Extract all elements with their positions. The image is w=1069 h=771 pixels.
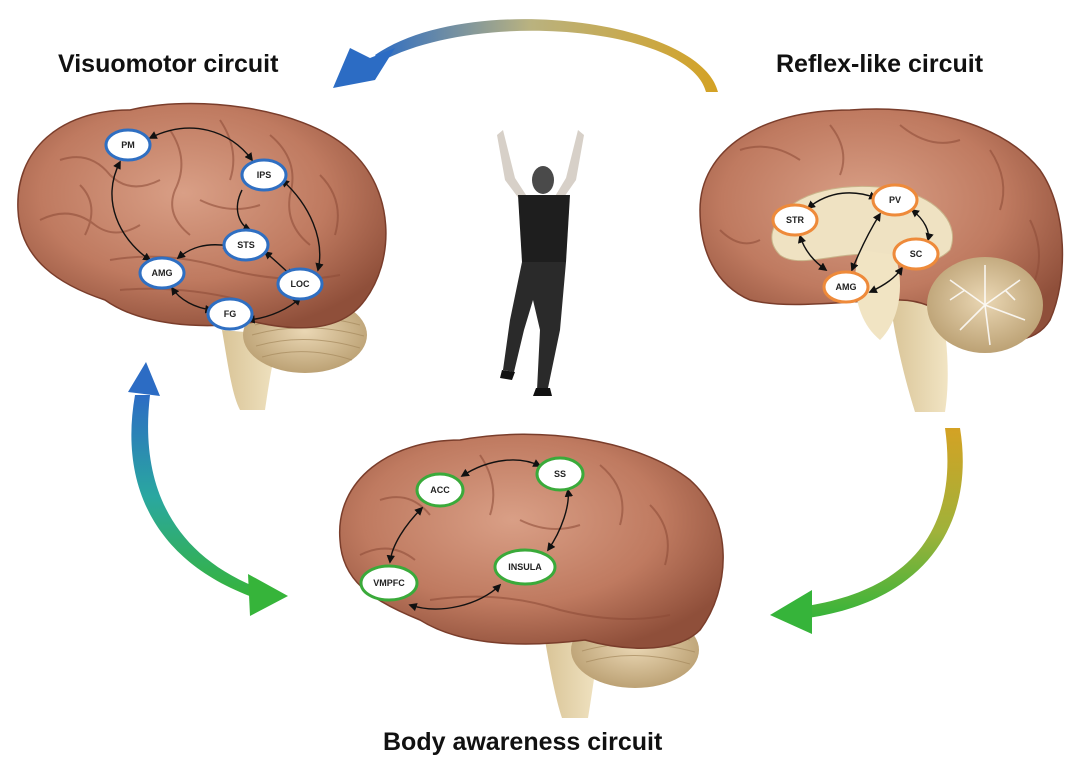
node-insula-label: INSULA: [508, 562, 542, 572]
node-ips: IPS: [242, 160, 286, 190]
node-acc: ACC: [417, 474, 463, 506]
node-vmpfc: VMPFC: [361, 566, 417, 600]
brain-reflex: [700, 109, 1062, 412]
visuomotor-circuit-title: Visuomotor circuit: [58, 50, 278, 79]
brain-visuomotor: [18, 103, 386, 410]
node-amg-reflex: AMG: [824, 272, 868, 302]
cycle-arrow-top: [333, 19, 718, 92]
node-acc-label: ACC: [430, 485, 450, 495]
node-sc: SC: [894, 239, 938, 269]
node-ss: SS: [537, 458, 583, 490]
node-amg-visuomotor-label: AMG: [152, 268, 173, 278]
node-amg-visuomotor: AMG: [140, 258, 184, 288]
node-amg-reflex-label: AMG: [836, 282, 857, 292]
reflex-circuit-title: Reflex-like circuit: [776, 50, 983, 79]
node-ips-label: IPS: [257, 170, 272, 180]
node-sts-label: STS: [237, 240, 255, 250]
node-sts: STS: [224, 230, 268, 260]
node-pm: PM: [106, 130, 150, 160]
node-loc: LOC: [278, 269, 322, 299]
node-vmpfc-label: VMPFC: [373, 578, 405, 588]
node-sc-label: SC: [910, 249, 923, 259]
node-loc-label: LOC: [291, 279, 310, 289]
node-pm-label: PM: [121, 140, 135, 150]
person-figure: [497, 130, 584, 396]
node-insula: INSULA: [495, 550, 555, 584]
cycle-arrow-right: [770, 428, 963, 634]
node-str: STR: [773, 205, 817, 235]
body-awareness-circuit-title: Body awareness circuit: [383, 728, 662, 757]
node-fg: FG: [208, 299, 252, 329]
node-pv: PV: [873, 185, 917, 215]
node-pv-label: PV: [889, 195, 901, 205]
node-ss-label: SS: [554, 469, 566, 479]
node-fg-label: FG: [224, 309, 237, 319]
node-str-label: STR: [786, 215, 805, 225]
